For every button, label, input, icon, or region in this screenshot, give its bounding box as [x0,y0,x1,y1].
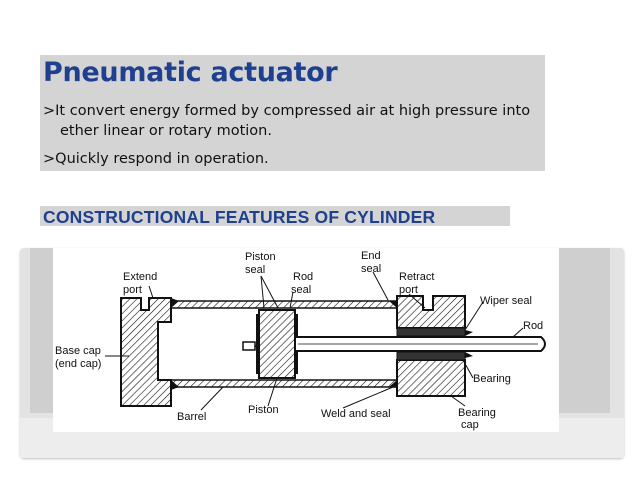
weld-joint-right-bottom [389,380,397,387]
wiper-seal-bottom [465,352,473,358]
label-piston-seal: Piston [245,251,276,263]
weld-joint-left-bottom [171,380,179,390]
bearing-cap-shape [396,295,466,329]
bullet-1-line-2: ether linear or rotary motion. [60,123,272,139]
bullet-point-1: >It convert energy formed by compressed … [43,101,543,141]
weld-joint-right-top [389,301,397,308]
label-wiper-seal: Wiper seal [480,295,532,307]
section-heading: CONSTRUCTIONAL FEATURES OF CYLINDER [43,207,436,227]
label-barrel: Barrel [177,411,206,423]
label-piston: Piston [248,404,279,416]
piston-shape [258,309,296,379]
label-rod: Rod [523,320,543,332]
slide-title: Pneumatic actuator [43,57,338,88]
piston-seal-left [256,314,260,374]
wiper-seal-top [465,330,473,336]
label-base-cap: Base cap [55,345,101,357]
label-bearing: Bearing [473,373,511,385]
piston-nut [242,341,256,351]
weld-joint-left-top [171,298,179,308]
section-heading-bar [40,206,510,226]
label-retract-port: Retract [399,271,434,283]
bullet-1-line-1: >It convert energy formed by compressed … [43,103,531,119]
label-rod-seal-2: seal [291,284,311,296]
label-extend-port: Extend [123,271,157,283]
label-rod-seal: Rod [293,271,313,283]
barrel-top-wall [170,300,398,309]
title-panel [40,55,545,171]
label-end-seal: End [361,250,381,262]
label-base-cap-2: (end cap) [55,358,101,370]
label-end-seal-2: seal [361,263,381,275]
barrel-bottom-wall [170,379,398,388]
label-retract-port-2: port [399,284,418,296]
label-bearing-cap: Bearing [458,407,496,419]
base-cap-shape [120,297,172,407]
label-extend-port-2: port [123,284,142,296]
bearing-top [396,327,466,337]
label-weld-seal: Weld and seal [321,408,391,420]
bearing-cap-lower [396,359,466,397]
label-bearing-cap-2: cap [461,419,479,431]
label-piston-seal-2: seal [245,264,265,276]
cylinder-diagram: Extend port Piston seal Rod seal End sea… [53,248,559,432]
bearing-bottom [396,351,466,361]
bullet-2-line-1: >Quickly respond in operation. [43,151,269,167]
bullet-point-2: >Quickly respond in operation. [43,149,269,169]
